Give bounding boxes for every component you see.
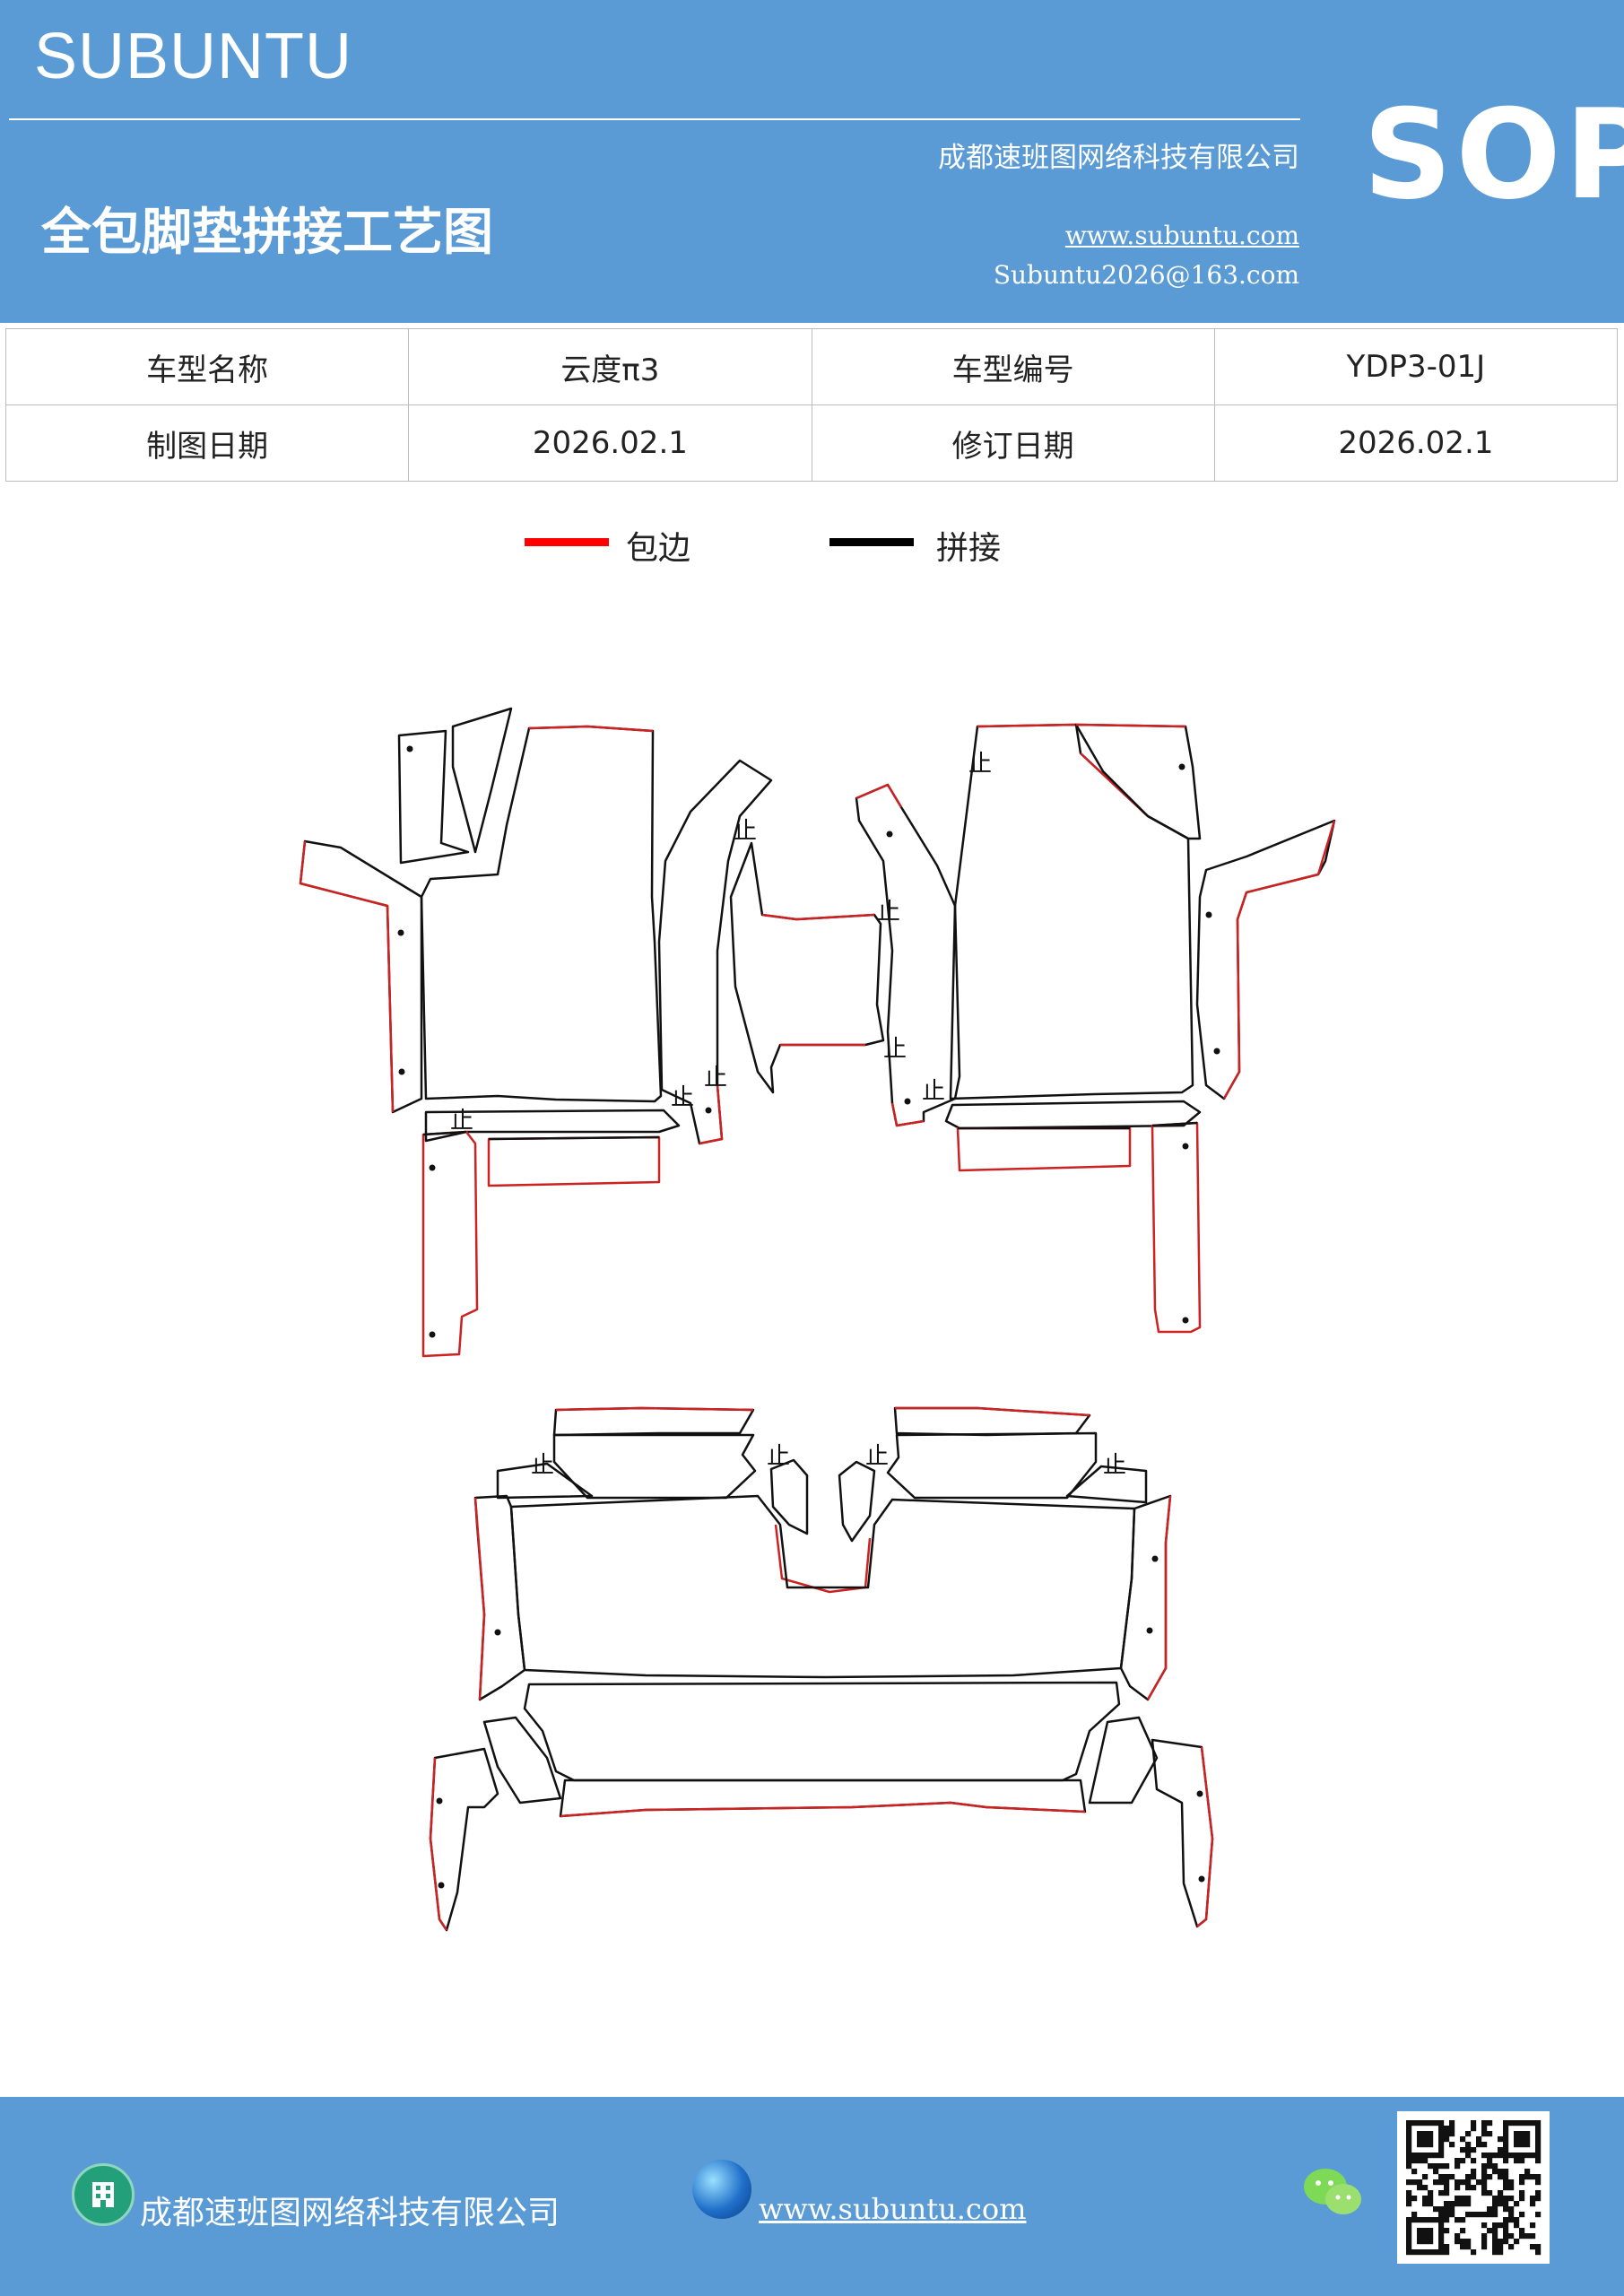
table-row: 制图日期 2026.02.1 修订日期 2026.02.1 [4, 404, 1619, 482]
stop-mark: 止 [968, 751, 992, 778]
stop-mark: 止 [922, 1078, 945, 1105]
brand-name: SUBUNTU [34, 21, 353, 92]
stop-mark: 止 [531, 1452, 554, 1479]
front-right-mats: 止 止 止 止 [855, 723, 1336, 1334]
sop-label: SOP [1363, 83, 1624, 227]
legend-label-seam: 拼接 [936, 530, 1002, 567]
footer-website-link[interactable]: www.subuntu.com [759, 2192, 1027, 2226]
label-draw-date: 制图日期 [4, 404, 410, 482]
label-model-code: 车型编号 [811, 328, 1215, 405]
value-draw-date: 2026.02.1 [408, 404, 812, 482]
label-model-name: 车型名称 [4, 328, 410, 405]
wechat-icon [1302, 2165, 1365, 2219]
mounting-holes [397, 745, 1220, 1889]
table-row: 车型名称 云度π3 车型编号 YDP3-01J [4, 328, 1619, 405]
stop-mark: 止 [671, 1084, 694, 1111]
label-revise-date: 修订日期 [811, 404, 1215, 482]
stop-mark: 止 [734, 818, 757, 845]
legend-swatch-seam [829, 538, 914, 546]
building-icon [72, 2163, 135, 2226]
vehicle-info-table: 车型名称 云度π3 车型编号 YDP3-01J 制图日期 2026.02.1 修… [4, 328, 1619, 482]
website-link[interactable]: www.subuntu.com [1064, 221, 1299, 250]
header-divider [9, 118, 1300, 120]
legend: 包边 拼接 [0, 520, 1624, 574]
stop-mark: 止 [865, 1443, 889, 1470]
stop-mark: 止 [767, 1443, 790, 1470]
legend-swatch-edging [525, 538, 609, 546]
value-model-name: 云度π3 [408, 328, 812, 405]
footer-banner: 成都速班图网络科技有限公司 www.subuntu.com [0, 2097, 1624, 2296]
rear-mats: 止 止 止 止 [429, 1406, 1214, 1932]
legend-label-edging: 包边 [626, 530, 691, 567]
document-title: 全包脚垫拼接工艺图 [41, 203, 493, 262]
globe-icon [692, 2160, 751, 2219]
value-model-code: YDP3-01J [1213, 328, 1619, 405]
stop-mark: 止 [450, 1108, 473, 1135]
footer-company: 成都速班图网络科技有限公司 [140, 2195, 560, 2231]
front-left-mats: 止 止 止 止 [299, 707, 773, 1358]
stop-mark: 止 [704, 1065, 727, 1091]
stop-mark: 止 [1103, 1452, 1126, 1479]
qr-code[interactable] [1397, 2111, 1550, 2264]
header-banner: SUBUNTU SOP 成都速班图网络科技有限公司 全包脚垫拼接工艺图 www.… [0, 0, 1624, 323]
center-tunnel-mat [729, 841, 885, 1094]
email-address: Subuntu2026@163.com [993, 260, 1299, 290]
stop-mark: 止 [883, 1036, 907, 1063]
value-revise-date: 2026.02.1 [1213, 404, 1619, 482]
company-name: 成都速班图网络科技有限公司 [938, 142, 1299, 174]
stop-mark: 止 [877, 899, 900, 926]
